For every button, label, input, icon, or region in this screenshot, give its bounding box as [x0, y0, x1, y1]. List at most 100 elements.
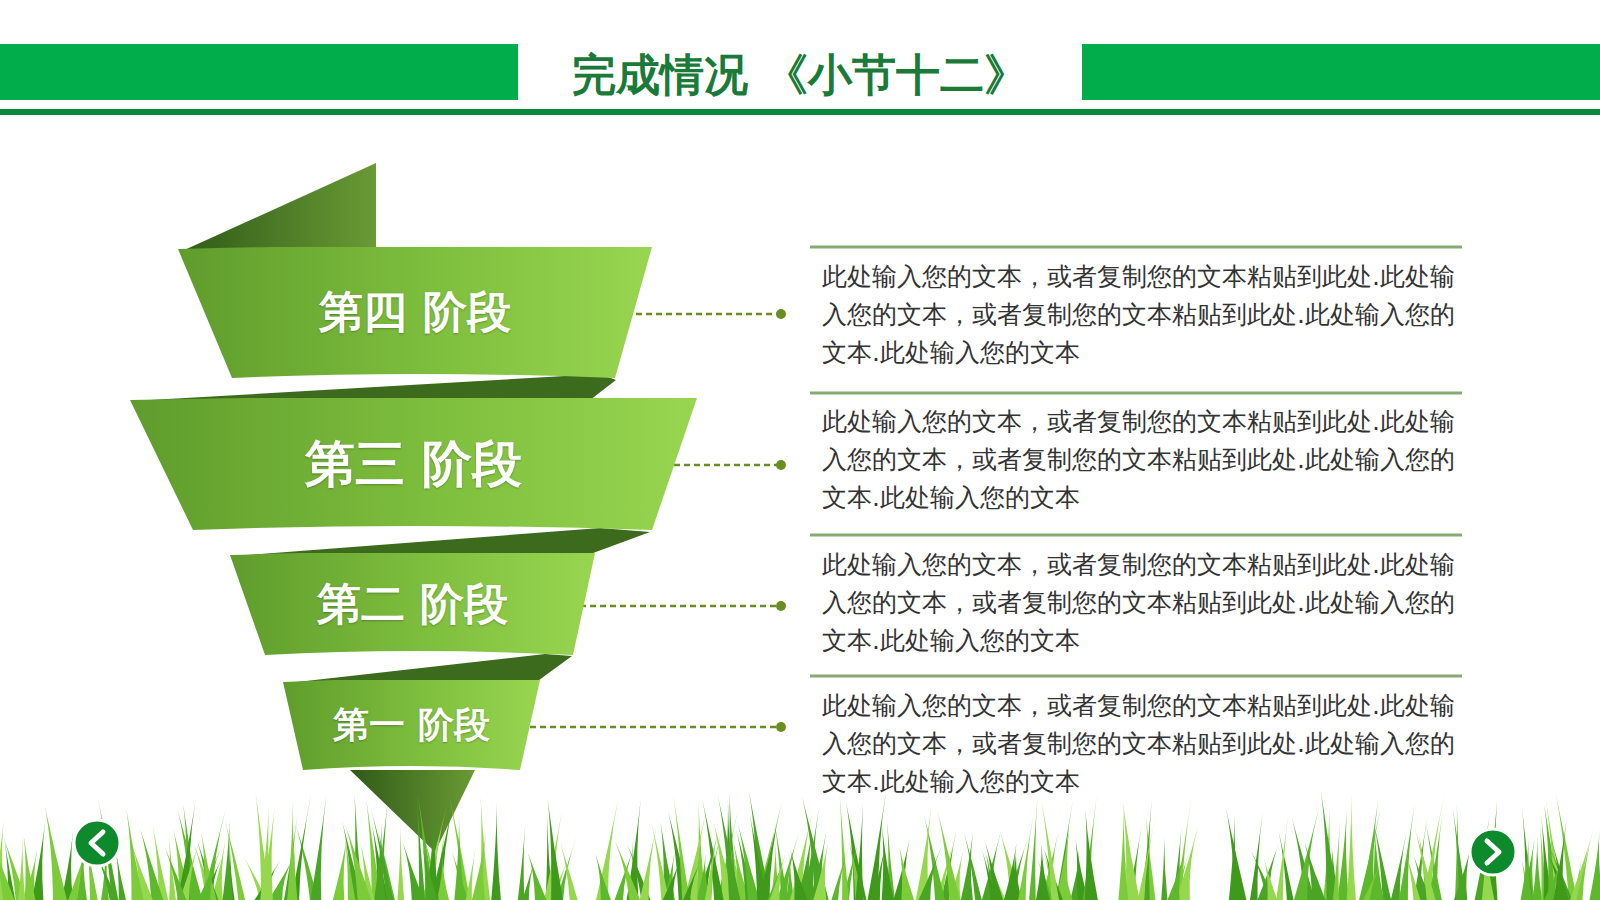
grass-blade	[224, 818, 245, 900]
ribbon-tail	[180, 163, 376, 252]
grass-blade	[899, 847, 914, 900]
grass-blade	[310, 794, 326, 900]
grass-blade	[1118, 806, 1128, 900]
grass-blade	[261, 806, 275, 900]
grass	[0, 790, 1600, 900]
grass-blade	[345, 835, 356, 900]
grass-blade	[518, 824, 525, 900]
grass-blade	[1226, 808, 1246, 900]
description-text: 此处输入您的文本，或者复制您的文本粘贴到此处.此处输入您的文本，或者复制您的文本…	[822, 687, 1462, 801]
grass-blade	[982, 850, 997, 900]
grass-blade	[855, 801, 863, 900]
grass-blade	[615, 841, 640, 900]
stage-band: 第二 阶段	[230, 553, 595, 655]
grass-blade	[831, 844, 849, 900]
grass-blade	[448, 790, 470, 900]
grass-blade	[1337, 808, 1348, 900]
grass-blade	[1138, 813, 1157, 900]
ribbon-fold	[235, 528, 650, 556]
stage-label: 第四 阶段	[319, 283, 510, 342]
grass-blade	[1415, 827, 1436, 900]
grass-blade	[673, 796, 689, 900]
grass-blade	[702, 800, 723, 900]
nav-prev-button	[74, 820, 120, 866]
grass-blade	[45, 805, 67, 900]
grass-blade	[454, 817, 464, 900]
leader-dots	[776, 309, 786, 732]
grass-blade	[466, 846, 476, 900]
grass-blade	[964, 833, 982, 900]
grass-blade	[1589, 830, 1600, 900]
grass-blade	[24, 836, 36, 900]
grass-blade	[1257, 840, 1279, 900]
stage-label: 第三 阶段	[305, 431, 522, 498]
grass-blade	[651, 822, 669, 900]
grass-blade	[423, 847, 438, 900]
grass-blade	[1036, 844, 1050, 900]
grass-blade	[937, 810, 960, 900]
grass-blade	[287, 800, 297, 900]
grass-blade	[790, 851, 807, 900]
grass-blade	[1250, 811, 1263, 900]
grass-blade	[371, 807, 394, 900]
grass-blade	[1454, 846, 1471, 900]
description-text: 此处输入您的文本，或者复制您的文本粘贴到此处.此处输入您的文本，或者复制您的文本…	[822, 403, 1462, 517]
grass-blade	[813, 842, 828, 900]
grass-blade	[640, 822, 658, 900]
grass-blade	[397, 827, 404, 900]
description-text: 此处输入您的文本，或者复制您的文本粘贴到此处.此处输入您的文本，或者复制您的文本…	[822, 258, 1462, 372]
stage-band: 第三 阶段	[130, 398, 697, 530]
grass-blade	[1576, 828, 1593, 900]
stage-band: 第四 阶段	[178, 247, 652, 378]
grass-blade	[1553, 817, 1567, 900]
nav-next-button	[1470, 829, 1516, 875]
grass-blade	[1029, 794, 1037, 900]
grass-blade	[705, 822, 720, 900]
grass-blade	[1305, 843, 1326, 900]
grass-blade	[1085, 809, 1098, 900]
grass-blade	[770, 853, 786, 900]
grass-blade	[802, 797, 829, 900]
grass-blade	[683, 855, 703, 900]
grass-blade	[32, 821, 46, 900]
grass-blade	[1000, 832, 1023, 900]
grass-blade	[1167, 852, 1184, 900]
grass-blade	[718, 795, 741, 900]
grass-blade	[1229, 814, 1239, 900]
grass-blade	[1361, 798, 1378, 900]
grass-blade	[1533, 837, 1543, 900]
grass-blade	[547, 798, 563, 900]
grass-blade	[18, 836, 25, 900]
ribbon-tail	[350, 770, 475, 852]
grass-blade	[595, 854, 611, 900]
grass-blade	[165, 847, 187, 900]
grass-blade	[345, 824, 371, 900]
grass-blade	[0, 836, 15, 900]
slide-title: 完成情况 《小节十二》	[0, 46, 1600, 105]
grass-blade	[1347, 793, 1356, 900]
grass-blade	[663, 859, 681, 900]
grass-blade	[919, 847, 942, 900]
stage-band: 第一 阶段	[283, 680, 540, 770]
grass-blade	[1333, 818, 1340, 900]
grass-blade	[116, 850, 126, 900]
grass-blade	[491, 803, 501, 900]
grass-blade	[1056, 799, 1073, 900]
grass-blade	[522, 858, 535, 900]
grass-blade	[882, 824, 894, 900]
description-text: 此处输入您的文本，或者复制您的文本粘贴到此处.此处输入您的文本，或者复制您的文本…	[822, 546, 1462, 660]
header-rule	[0, 109, 1600, 115]
grass-blade	[472, 833, 486, 900]
grass-blade	[437, 857, 449, 900]
grass-blade	[126, 808, 143, 900]
grass-blade	[1363, 858, 1384, 900]
grass-blade	[1264, 858, 1277, 900]
separator-lines	[810, 247, 1462, 676]
grass-blade	[1276, 812, 1289, 900]
grass-blade	[1405, 851, 1420, 900]
grass-blade	[198, 847, 221, 900]
grass-blade	[840, 794, 849, 900]
grass-blade	[1521, 837, 1533, 900]
grass-blade	[528, 853, 547, 900]
